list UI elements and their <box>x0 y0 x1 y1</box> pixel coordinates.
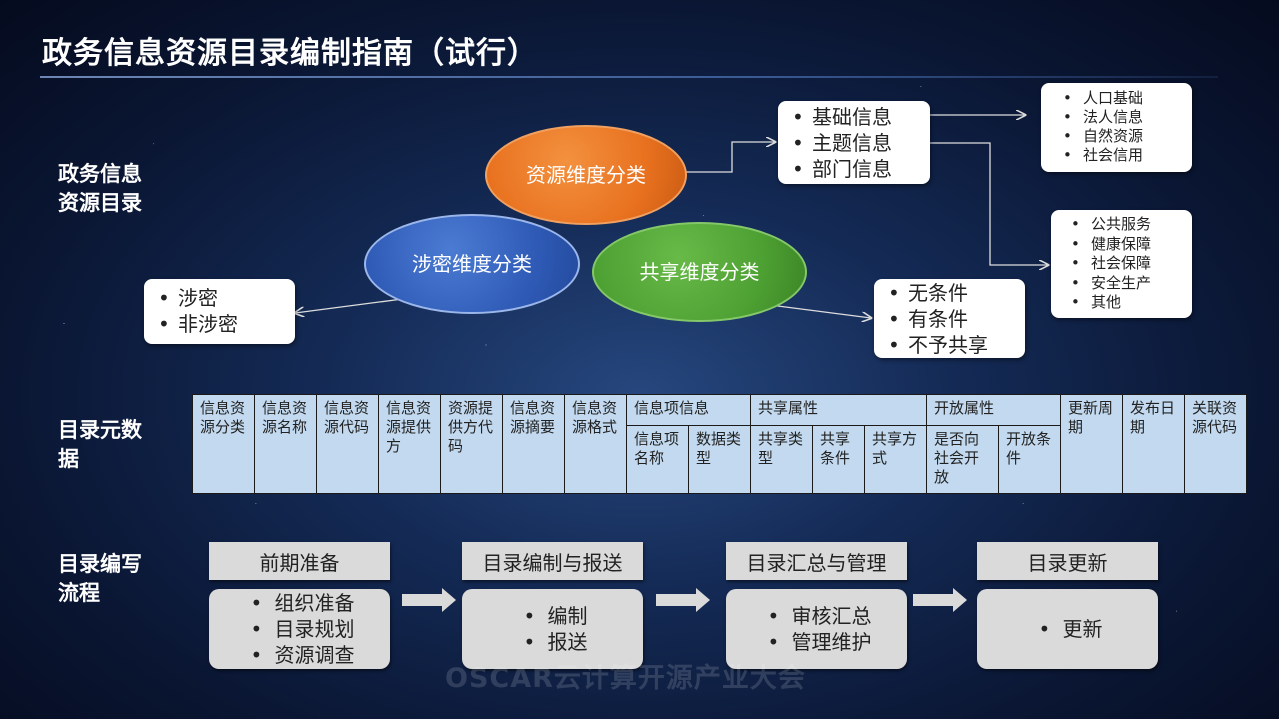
table-cell: 共享类型 <box>750 425 814 494</box>
secret-type-list: 涉密 非涉密 <box>144 279 295 344</box>
list-item: 其他 <box>1065 293 1192 313</box>
flow-step-title: 目录编制与报送 <box>462 542 643 580</box>
share-dimension-bubble: 共享维度分类 <box>592 222 807 322</box>
title-divider <box>40 76 1218 78</box>
list-item: 无条件 <box>882 280 1025 306</box>
table-cell: 共享方式 <box>864 425 928 494</box>
list-item: 目录规划 <box>245 616 355 642</box>
list-item: 审核汇总 <box>762 603 872 629</box>
list-item: 管理维护 <box>762 629 872 655</box>
list-item: 健康保障 <box>1065 235 1192 255</box>
basic-info-list: 人口基础 法人信息 自然资源 社会信用 <box>1041 83 1192 172</box>
table-cell: 信息资源摘要 <box>502 394 565 494</box>
list-item: 报送 <box>518 629 588 655</box>
table-cell: 信息资源代码 <box>316 394 379 494</box>
table-cell: 更新周期 <box>1060 394 1124 494</box>
list-item: 法人信息 <box>1057 108 1192 127</box>
table-group-header: 共享属性 <box>750 394 928 426</box>
section-label-metadata: 目录元数 据 <box>58 418 142 471</box>
share-type-list: 无条件 有条件 不予共享 <box>874 279 1025 358</box>
table-cell: 发布日期 <box>1122 394 1186 494</box>
list-item: 资源调查 <box>245 642 355 668</box>
list-item: 不予共享 <box>882 332 1025 358</box>
list-item: 主题信息 <box>786 130 930 156</box>
list-item: 社会保障 <box>1065 254 1192 274</box>
table-row: 信息项名称 数据类型 共享类型 共享条件 共享方式 是否向社会开放 开放条件 <box>193 425 1247 494</box>
table-cell: 资源提供方代码 <box>440 394 503 494</box>
list-item: 自然资源 <box>1057 127 1192 146</box>
list-item: 安全生产 <box>1065 274 1192 294</box>
secret-dimension-bubble: 涉密维度分类 <box>364 214 580 314</box>
flow-step-title: 目录汇总与管理 <box>726 542 907 580</box>
flow-step-title: 前期准备 <box>209 542 390 580</box>
flow-step-items: 更新 <box>977 589 1158 669</box>
theme-info-list: 公共服务 健康保障 社会保障 安全生产 其他 <box>1051 210 1192 318</box>
table-cell: 关联资源代码 <box>1184 394 1248 494</box>
list-item: 组织准备 <box>245 590 355 616</box>
table-cell: 信息资源格式 <box>564 394 627 494</box>
list-item: 社会信用 <box>1057 146 1192 165</box>
table-cell: 信息项名称 <box>626 425 689 494</box>
table-group-header: 开放属性 <box>926 394 1062 426</box>
list-item: 编制 <box>518 603 588 629</box>
list-item: 更新 <box>1033 616 1103 642</box>
list-item: 基础信息 <box>786 104 930 130</box>
list-item: 部门信息 <box>786 156 930 182</box>
flow-step-items: 编制 报送 <box>462 589 643 669</box>
table-cell: 数据类型 <box>687 425 752 494</box>
resource-dimension-bubble: 资源维度分类 <box>485 125 687 225</box>
table-group-header: 信息项信息 <box>625 394 752 426</box>
page-title: 政务信息资源目录编制指南（试行） <box>42 36 538 71</box>
list-item: 公共服务 <box>1065 215 1192 235</box>
resource-type-list: 基础信息 主题信息 部门信息 <box>778 101 930 184</box>
watermark-text: OSCAR云计算开源产业大会 <box>445 663 806 694</box>
flow-step-items: 组织准备 目录规划 资源调查 <box>209 589 390 669</box>
list-item: 非涉密 <box>152 311 295 337</box>
list-item: 有条件 <box>882 306 1025 332</box>
table-cell: 共享条件 <box>812 425 866 494</box>
list-item: 涉密 <box>152 285 295 311</box>
metadata-table: 信息资源分类 信息资源名称 信息资源代码 信息资源提供方 资源提供方代码 信息资… <box>192 394 1248 494</box>
table-cell: 信息资源分类 <box>192 394 255 494</box>
table-cell: 开放条件 <box>998 425 1062 494</box>
flow-step-title: 目录更新 <box>977 542 1158 580</box>
flow-step-items: 审核汇总 管理维护 <box>726 589 907 669</box>
table-cell: 信息资源名称 <box>254 394 317 494</box>
list-item: 人口基础 <box>1057 89 1192 108</box>
section-label-catalog: 政务信息 资源目录 <box>58 162 142 215</box>
table-row: 信息资源分类 信息资源名称 信息资源代码 信息资源提供方 资源提供方代码 信息资… <box>192 394 1248 494</box>
table-cell: 信息资源提供方 <box>378 394 441 494</box>
table-cell: 是否向社会开放 <box>926 425 1000 494</box>
section-label-process: 目录编写 流程 <box>58 552 142 605</box>
